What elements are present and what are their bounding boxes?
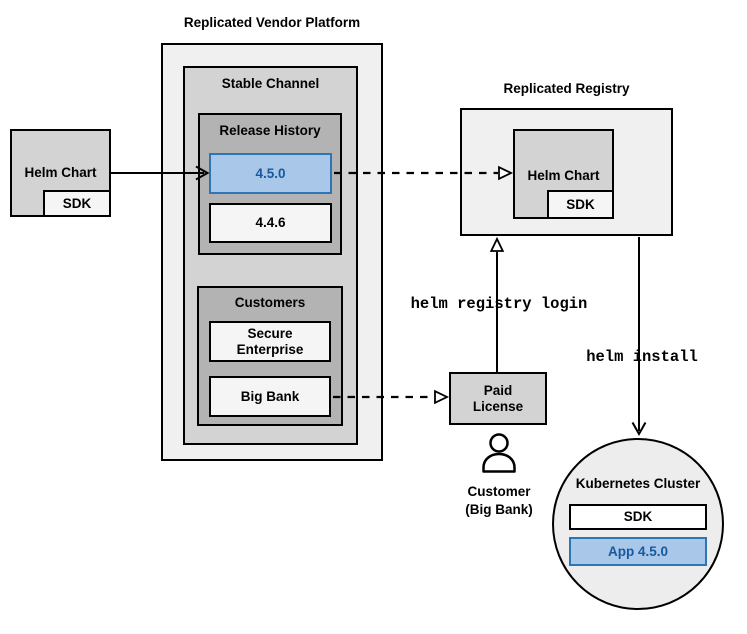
registry-helm-chart-label: Helm Chart [527, 168, 600, 183]
customer-caption-line1: Customer [467, 484, 531, 499]
helm-chart-source-sdk-badge: SDK [43, 190, 111, 217]
arrow-registry-to-cluster [631, 237, 647, 437]
kubernetes-cluster-title: Kubernetes Cluster [575, 476, 701, 491]
command-install-label: helm install [579, 347, 705, 367]
customer-item-label: Secure Enterprise [236, 325, 304, 357]
release-item-4-4-6: 4.4.6 [209, 203, 332, 243]
registry-helm-chart-box: Helm Chart SDK [513, 129, 614, 219]
vendor-platform-title: Replicated Vendor Platform [183, 15, 361, 30]
customers-title: Customers [234, 295, 306, 310]
customer-person-icon [482, 433, 516, 473]
paid-license-label: Paid License [472, 382, 524, 414]
registry-title: Replicated Registry [503, 81, 630, 96]
helm-chart-source-box: Helm Chart SDK [10, 129, 111, 217]
paid-license-box: Paid License [449, 372, 547, 425]
customer-caption-line2: (Big Bank) [465, 502, 533, 517]
customer-item-big-bank: Big Bank [209, 376, 331, 417]
registry-sdk-badge: SDK [547, 190, 614, 219]
command-registry-login-label: helm registry login [402, 294, 596, 314]
cluster-app-box: App 4.5.0 [569, 537, 707, 566]
release-item-4-5-0: 4.5.0 [209, 153, 332, 194]
stable-channel-title: Stable Channel [221, 76, 320, 91]
helm-chart-source-label: Helm Chart [24, 165, 97, 180]
kubernetes-cluster-circle: Kubernetes Cluster SDK App 4.5.0 [552, 438, 724, 610]
cluster-sdk-box: SDK [569, 504, 707, 530]
customer-item-secure-enterprise: Secure Enterprise [209, 321, 331, 362]
customer-caption: Customer (Big Bank) [444, 483, 554, 519]
release-history-title: Release History [219, 123, 321, 138]
